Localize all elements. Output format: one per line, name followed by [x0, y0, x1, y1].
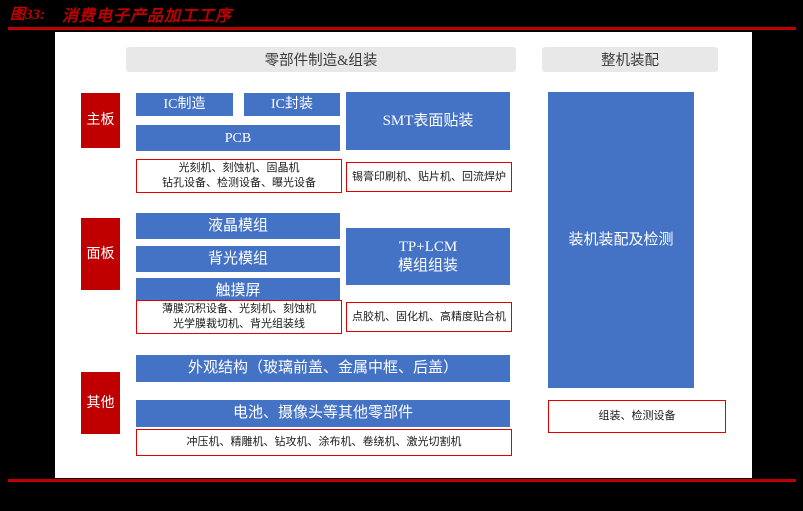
equipment-box-final-assembly: 组装、检测设备: [548, 400, 726, 433]
page-title: 消费电子产品加工工序: [62, 8, 233, 25]
row-label-panel: 面板: [81, 218, 120, 290]
equipment-box-other: 冲压机、精雕机、钻攻机、涂布机、卷绕机、激光切割机: [136, 429, 512, 456]
box-other-components: 电池、摄像头等其他零部件: [136, 400, 510, 427]
box-smt: SMT表面贴装: [346, 92, 510, 150]
row-label-other: 其他: [81, 372, 120, 434]
figure-number: 图33:: [10, 7, 45, 23]
box-pcb: PCB: [136, 125, 340, 151]
equipment-box-panel-left: 薄膜沉积设备、光刻机、刻蚀机 光学膜裁切机、背光组装线: [136, 300, 342, 334]
row-label-mainboard: 主板: [81, 93, 120, 148]
box-lcd-module: 液晶模组: [136, 213, 340, 239]
box-tp-lcm-module: TP+LCM 模组组装: [346, 228, 510, 285]
box-touch-screen: 触摸屏: [136, 278, 340, 304]
row-label-other-text: 其他: [86, 395, 115, 411]
equipment-box-mainboard-right: 锡膏印刷机、贴片机、回流焊炉: [346, 162, 512, 192]
diagram-canvas: 零部件制造&组装 整机装配 主板 面板 其他 IC制造 IC封装 PCB SMT…: [55, 32, 752, 478]
box-ic-manufacture: IC制造: [136, 93, 233, 116]
box-exterior-structure: 外观结构（玻璃前盖、金属中框、后盖）: [136, 355, 510, 382]
equipment-box-mainboard-left: 光刻机、刻蚀机、固晶机 钻孔设备、检测设备、曝光设备: [136, 159, 342, 193]
section-header-components: 零部件制造&组装: [126, 47, 516, 72]
figure-title-bar: 图33: 消费电子产品加工工序: [0, 0, 803, 32]
title-divider-top: [8, 27, 796, 30]
box-final-assembly-process: 装机装配及检测: [548, 92, 694, 388]
box-ic-packaging: IC封装: [244, 93, 340, 116]
row-label-panel-text: 面板: [86, 246, 115, 262]
footer-divider: [8, 479, 796, 482]
equipment-box-panel-right: 点胶机、固化机、高精度贴合机: [346, 302, 512, 332]
section-header-final-assembly: 整机装配: [542, 47, 718, 72]
box-backlight-module: 背光模组: [136, 246, 340, 272]
row-label-mainboard-text: 主板: [86, 113, 115, 128]
